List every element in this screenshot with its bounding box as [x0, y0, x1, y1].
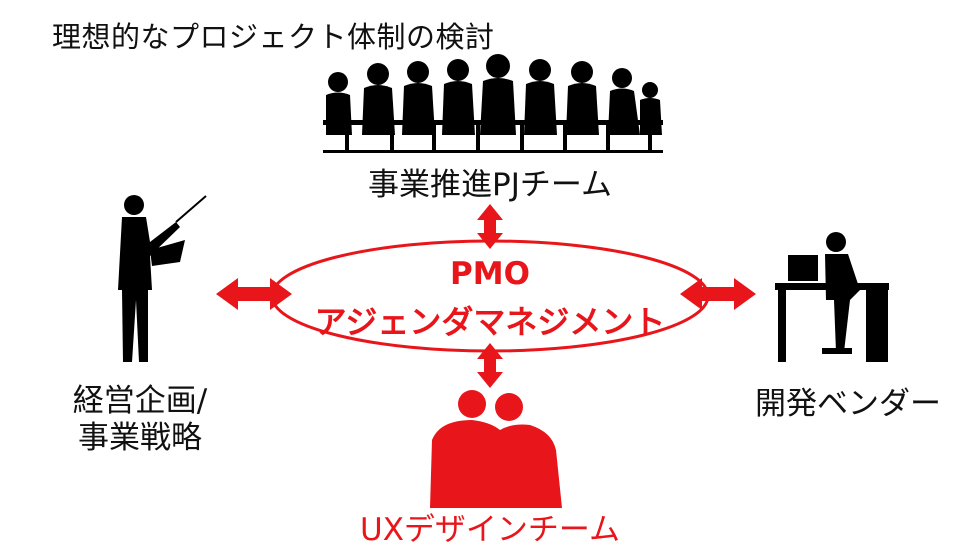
arrow-bottom: [477, 343, 503, 388]
node-left-line2: 事業戦略: [78, 419, 202, 456]
node-ux-team-label: UXデザインチーム: [360, 512, 620, 548]
diagram-title: 理想的なプロジェクト体制の検討: [52, 20, 495, 54]
agenda-management-label: アジェンダマネジメント: [314, 303, 666, 341]
node-business-team-label: 事業推進PJチーム: [368, 167, 612, 203]
arrow-left: [216, 278, 292, 310]
node-vendor-label: 開発ベンダー: [755, 386, 941, 422]
presenter-silhouette: [118, 195, 207, 362]
arrow-right: [680, 278, 756, 310]
pmo-label: PMO: [450, 256, 530, 292]
meeting-team-silhouette: [323, 54, 663, 153]
developer-at-desk-silhouette: [775, 232, 889, 362]
node-corporate-planning-label: 経営企画/ 事業戦略: [40, 383, 240, 456]
node-left-line1: 経営企画/: [72, 383, 208, 419]
arrow-top: [477, 204, 503, 249]
ux-team-silhouette: [430, 390, 562, 508]
